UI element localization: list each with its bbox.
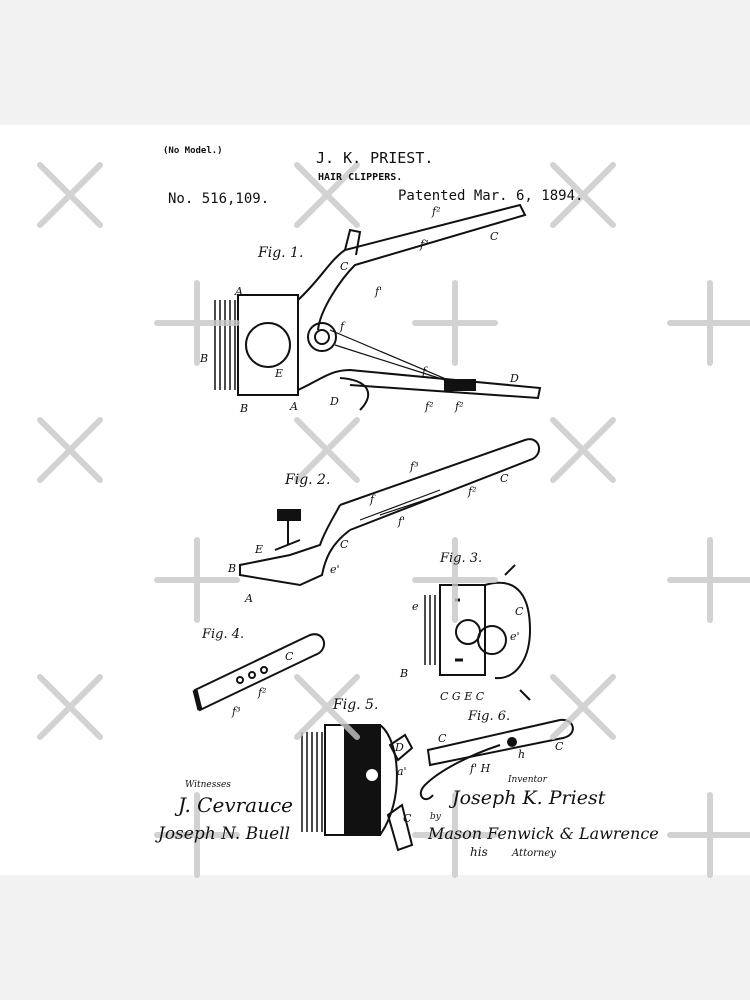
patent-title: HAIR CLIPPERS.: [318, 172, 403, 183]
reference-letters: C Cf² f³ f' f B E A B A D f f² f² D f³ f² C f f' C B E A…: [199, 205, 564, 825]
svg-text:f³: f³: [409, 460, 418, 473]
patent-number: No. 516,109.: [168, 191, 270, 207]
fig2-drawing: [239, 438, 540, 587]
his-label: his: [470, 845, 488, 859]
svg-text:D: D: [329, 395, 339, 408]
fig4-drawing: [192, 633, 325, 712]
svg-text:f²: f²: [424, 400, 433, 413]
fig-5-label: Fig. 5.: [333, 697, 379, 713]
witnesses-label: Witnesses: [185, 780, 231, 790]
svg-text:A: A: [244, 592, 253, 605]
fig3-drawing: [424, 564, 532, 701]
svg-text:C: C: [285, 650, 294, 663]
svg-text:C: C: [500, 472, 509, 485]
svg-text:C G E C: C G E C: [440, 690, 485, 703]
svg-text:B: B: [199, 352, 208, 365]
svg-text:B: B: [239, 402, 248, 415]
fig6-drawing: [419, 718, 574, 801]
svg-text:C: C: [515, 605, 524, 618]
model-note: (No Model.): [163, 146, 223, 156]
fig-3-label: Fig. 3.: [440, 551, 483, 566]
svg-text:f³: f³: [419, 238, 428, 251]
svg-text:C: C: [490, 230, 499, 243]
svg-text:D: D: [394, 741, 404, 754]
svg-text:D: D: [509, 372, 519, 385]
svg-text:f: f: [369, 493, 376, 506]
svg-text:E: E: [274, 367, 283, 380]
svg-text:f': f': [397, 515, 405, 528]
svg-text:A: A: [234, 285, 243, 298]
svg-text:f²: f²: [467, 485, 476, 498]
svg-text:f²: f²: [431, 205, 440, 218]
fig-1-label: Fig. 1.: [258, 245, 304, 261]
fig-6-label: Fig. 6.: [468, 709, 511, 724]
inventor-label: Inventor: [508, 775, 547, 785]
svg-text:h: h: [518, 748, 525, 761]
fig-4-label: Fig. 4.: [202, 627, 245, 642]
svg-text:B: B: [227, 562, 236, 575]
fig5-drawing: [301, 724, 414, 852]
svg-text:f²: f²: [454, 400, 463, 413]
fig1-drawing: [214, 203, 542, 411]
svg-text:A: A: [289, 400, 298, 413]
inventor-signature: Joseph K. Priest: [452, 787, 606, 809]
witness-1-signature: J. Cevrauce: [178, 793, 294, 817]
svg-text:C: C: [438, 732, 447, 745]
svg-text:a': a': [397, 765, 407, 778]
svg-text:f²: f²: [257, 686, 266, 699]
watermark: [37, 162, 750, 878]
svg-text:f³: f³: [231, 705, 240, 718]
svg-text:f: f: [339, 320, 346, 333]
attorney-label: Attorney: [512, 848, 556, 859]
svg-text:e: e: [412, 600, 419, 613]
svg-text:f': f': [374, 285, 382, 298]
svg-text:C: C: [555, 740, 564, 753]
inventor-name: J. K. PRIEST.: [316, 149, 434, 167]
svg-text:f' H: f' H: [469, 762, 491, 775]
patent-date: Patented Mar. 6, 1894.: [398, 188, 584, 204]
svg-text:B: B: [399, 667, 408, 680]
svg-text:e': e': [330, 563, 340, 576]
by-label: by: [430, 812, 441, 822]
svg-text:C: C: [340, 260, 349, 273]
svg-text:f: f: [421, 365, 428, 378]
svg-text:e': e': [510, 630, 520, 643]
svg-text:C: C: [340, 538, 349, 551]
attorney-signature: Mason Fenwick & Lawrence: [428, 824, 659, 843]
svg-text:C: C: [403, 812, 412, 825]
witness-2-signature: Joseph N. Buell: [158, 824, 291, 844]
fig-2-label: Fig. 2.: [285, 472, 331, 488]
svg-text:E: E: [254, 543, 263, 556]
